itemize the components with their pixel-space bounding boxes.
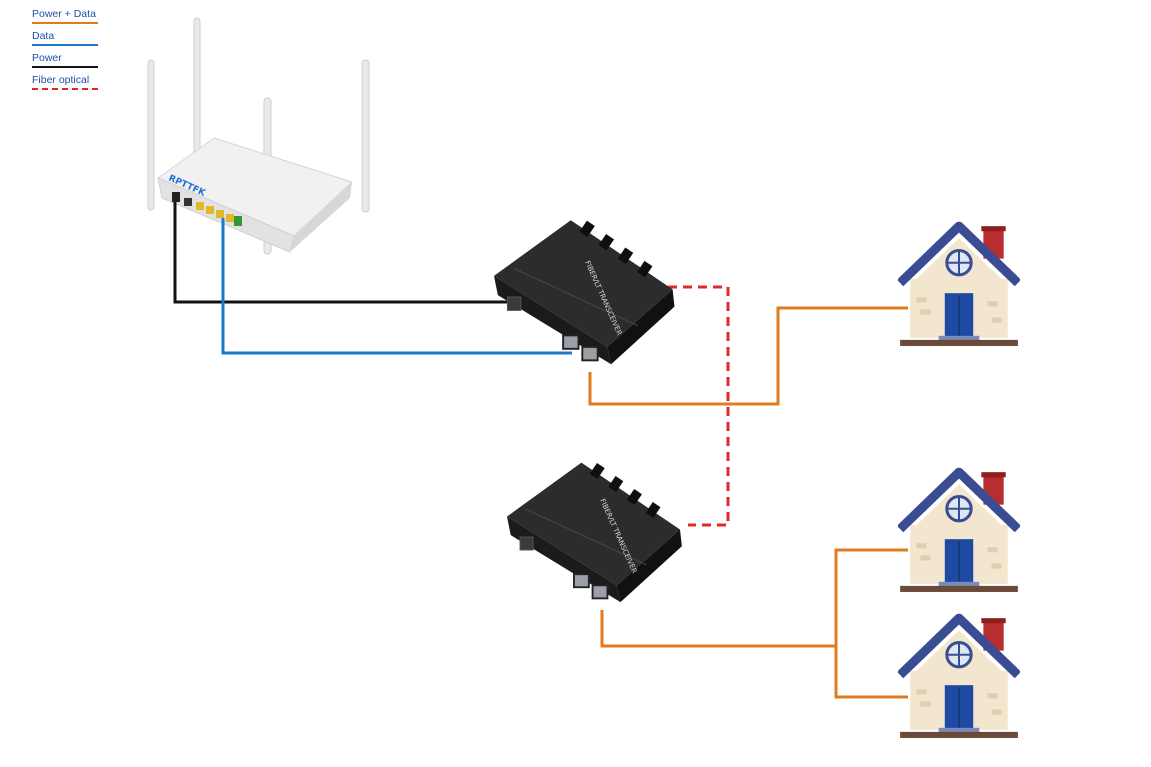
power-cable (173, 202, 512, 304)
house-icon (900, 472, 1018, 592)
legend: Power + Data Data Power Fiber optical (32, 8, 112, 96)
legend-label: Power + Data (32, 8, 96, 20)
router-port-power (172, 192, 180, 202)
router-port-lan (216, 210, 224, 218)
house-1 (900, 226, 1018, 346)
cables (173, 202, 908, 699)
legend-label: Fiber optical (32, 74, 90, 86)
legend-item-data: Data (32, 30, 112, 52)
transceiver-lower: FIBER/LT TRANSCEIVER (507, 461, 683, 604)
router-port-lan (226, 214, 234, 222)
house-2 (900, 472, 1018, 592)
house-icon (900, 618, 1018, 738)
power-data-cable-branch (834, 646, 908, 699)
house-icon (900, 226, 1018, 346)
router-antenna (193, 17, 201, 169)
data-cable (221, 218, 572, 355)
legend-swatch-fiber (32, 88, 98, 90)
router-side (290, 182, 352, 252)
router-port (184, 198, 192, 206)
legend-swatch-power (32, 66, 98, 68)
router-port-pon (234, 216, 242, 226)
fiber-optic-cable (668, 285, 730, 527)
router-port-lan (206, 206, 214, 214)
legend-item-power: Power (32, 52, 112, 74)
legend-label: Data (32, 30, 55, 42)
legend-swatch-data (32, 44, 98, 46)
legend-item-power-data: Power + Data (32, 8, 112, 30)
legend-label: Power (32, 52, 62, 64)
legend-item-fiber: Fiber optical (32, 74, 112, 96)
router-antenna (361, 59, 370, 213)
router-port-lan (196, 202, 204, 210)
power-data-cable-upper (588, 306, 908, 406)
transceiver-upper: FIBER/LT TRANSCEIVER (494, 219, 676, 366)
router-antenna (147, 59, 155, 211)
house-3 (900, 618, 1018, 738)
router: RPTTFK (147, 17, 370, 255)
legend-swatch-power-data (32, 22, 98, 24)
